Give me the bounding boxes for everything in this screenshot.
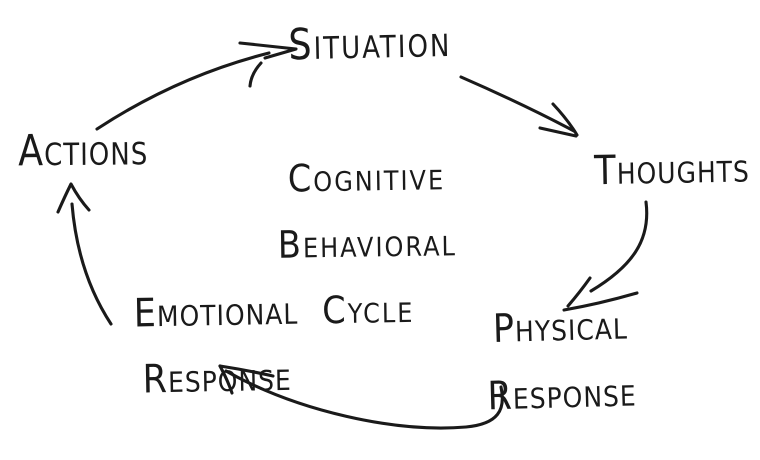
node-emotional-response-line2: Response bbox=[142, 357, 293, 403]
node-physical-response-line2: Response bbox=[486, 373, 638, 419]
arrow-physical-to-emotional-response bbox=[218, 364, 504, 430]
diagram-title-line2: Behavioral bbox=[277, 222, 458, 267]
node-thoughts: Thoughts bbox=[593, 148, 751, 195]
arrow-thoughts-to-physical-response bbox=[562, 200, 649, 312]
node-emotional-response-line1: Emotional bbox=[133, 291, 299, 337]
node-situation: Situation bbox=[287, 18, 452, 71]
node-physical-response-line1: Physical bbox=[492, 306, 629, 353]
node-emotional-response: Emotional Response bbox=[118, 279, 315, 414]
node-actions: Actions bbox=[17, 125, 149, 177]
arrow-emotional-response-to-actions bbox=[56, 182, 113, 326]
node-actions-label: Actions bbox=[17, 125, 149, 177]
node-physical-response: Physical Response bbox=[462, 293, 660, 431]
arrow-actions-to-situation bbox=[95, 41, 298, 131]
node-situation-label: Situation bbox=[287, 18, 452, 71]
diagram-title-line1: Cognitive bbox=[287, 156, 446, 201]
node-thoughts-label: Thoughts bbox=[593, 148, 751, 195]
arrow-situation-to-thoughts bbox=[459, 75, 579, 138]
